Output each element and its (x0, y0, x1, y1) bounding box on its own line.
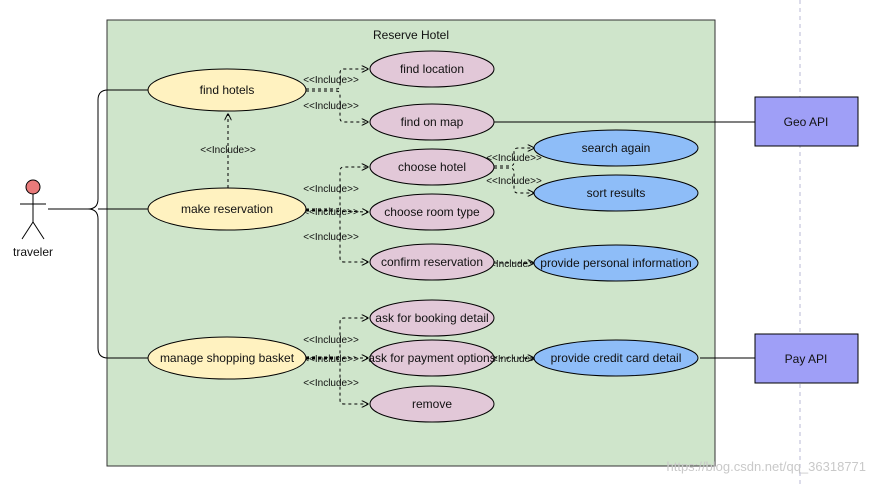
actor-traveler: traveler (13, 179, 53, 259)
use-case-choose-room-type[interactable]: choose room type (369, 193, 495, 231)
include-edge-choose-hotel (306, 167, 368, 210)
system-title: Reserve Hotel (373, 28, 449, 42)
include-label-choose-hotel: <<Include>> (303, 184, 359, 195)
use-case-label: find on map (401, 115, 464, 129)
use-case-remove[interactable]: remove (369, 385, 495, 423)
use-case-label: manage shopping basket (160, 351, 295, 365)
include-edge-confirm-reservation (306, 210, 368, 262)
include-label-ask-for-payment-options: <<Include>> (303, 354, 359, 365)
include-label-choose-room-type: <<Include>> (303, 207, 359, 218)
use-case-label: confirm reservation (381, 255, 483, 269)
external-system-label: Pay API (785, 352, 828, 366)
include-edge-search-again (494, 148, 534, 167)
use-case-label: search again (582, 141, 651, 155)
actor-label: traveler (13, 245, 53, 259)
actor-head (25, 179, 41, 195)
include-label-provide-credit-card-detail: <<Include>> (486, 354, 542, 365)
external-system-geo-api[interactable]: Geo API (754, 96, 859, 147)
use-case-label: find hotels (200, 83, 255, 97)
use-case-label: make reservation (181, 202, 273, 216)
use-case-label: ask for payment options (368, 351, 495, 365)
include-edge-find-on-map (306, 90, 368, 122)
use-case-choose-hotel[interactable]: choose hotel (369, 148, 495, 186)
include-label-sort-results: <<Include>> (486, 176, 542, 187)
use-case-provide-personal-information[interactable]: provide personal information (533, 244, 699, 282)
use-case-label: ask for booking detail (375, 311, 488, 325)
external-system-label: Geo API (784, 115, 829, 129)
include-label-confirm-reservation: <<Include>> (303, 232, 359, 243)
use-case-provide-credit-card-detail[interactable]: provide credit card detail (533, 339, 699, 377)
use-case-find-on-map[interactable]: find on map (369, 103, 495, 141)
use-case-label: sort results (587, 186, 646, 200)
use-case-label: provide credit card detail (551, 351, 682, 365)
external-system-pay-api[interactable]: Pay API (754, 333, 859, 384)
use-case-label: find location (400, 62, 464, 76)
use-case-label: choose hotel (398, 160, 466, 174)
include-edge-remove (306, 358, 368, 404)
include-label-search-again: <<Include>> (486, 153, 542, 164)
include-label-main: <<Include>> (200, 145, 256, 156)
use-case-search-again[interactable]: search again (533, 129, 699, 167)
use-case-find-hotels[interactable]: find hotels (147, 68, 307, 112)
include-edge-ask-for-booking-detail (306, 318, 368, 358)
use-case-ask-for-booking-detail[interactable]: ask for booking detail (369, 299, 495, 337)
include-label-provide-personal-information: <<Include>> (484, 259, 540, 270)
use-case-ask-for-payment-options[interactable]: ask for payment options (368, 339, 496, 377)
use-case-label: remove (412, 397, 452, 411)
use-case-make-reservation[interactable]: make reservation (147, 187, 307, 231)
include-label-find-on-map: <<Include>> (303, 101, 359, 112)
use-case-confirm-reservation[interactable]: confirm reservation (369, 243, 495, 281)
association-actor (48, 89, 148, 359)
use-case-manage-shopping-basket[interactable]: manage shopping basket (147, 336, 307, 380)
use-case-label: provide personal information (540, 256, 691, 270)
include-label-find-location: <<Include>> (303, 75, 359, 86)
include-edge-sort-results (494, 167, 534, 193)
actor-right-leg (32, 221, 45, 240)
use-case-sort-results[interactable]: sort results (533, 174, 699, 212)
include-label-ask-for-booking-detail: <<Include>> (303, 335, 359, 346)
use-case-find-location[interactable]: find location (369, 50, 495, 88)
include-edge-find-location (306, 69, 368, 90)
actor-left-leg (21, 221, 34, 240)
include-label-remove: <<Include>> (303, 378, 359, 389)
use-case-label: choose room type (384, 205, 480, 219)
watermark: https://blog.csdn.net/qq_36318771 (667, 459, 867, 474)
